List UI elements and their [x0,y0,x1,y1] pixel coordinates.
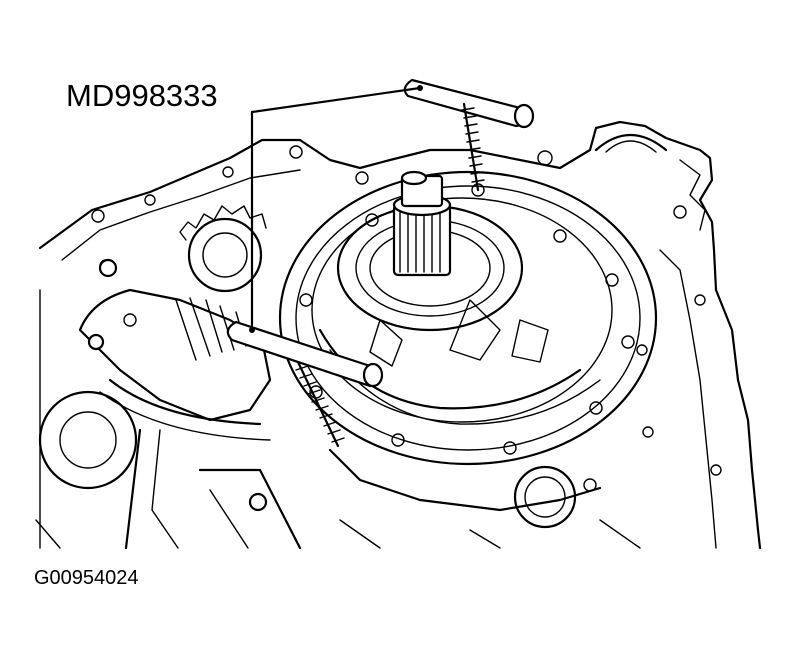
tool-callout-label: MD998333 [66,78,218,113]
transmission-case [35,120,762,550]
oil-pump-assembly [278,170,658,466]
puller-tool [226,78,535,448]
differential-gear [38,205,272,490]
figure-id-label: G00954024 [34,567,139,589]
input-shaft [392,170,452,277]
lower-housing [124,428,641,550]
callout-leader [249,85,423,333]
